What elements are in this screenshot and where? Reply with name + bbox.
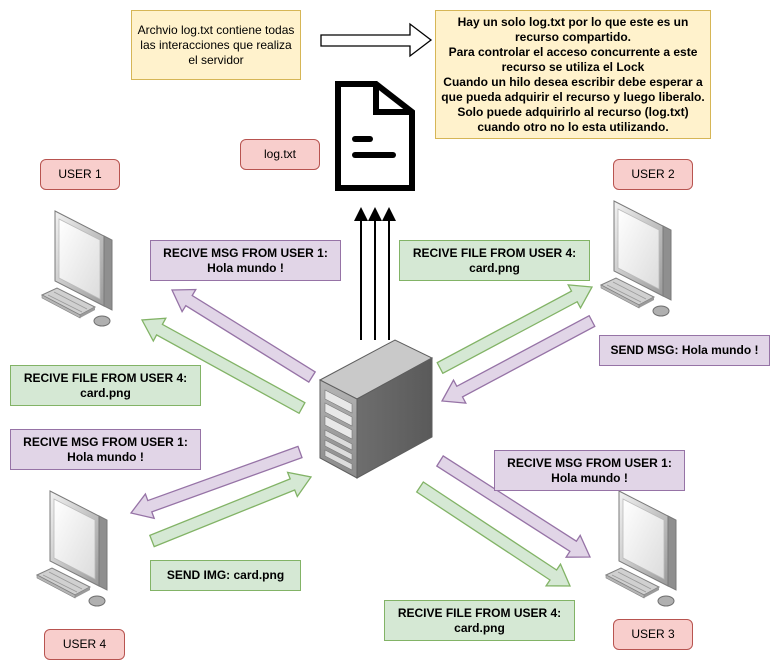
log-file-label: log.txt [240,139,320,170]
computer-icon-user1 [41,210,113,327]
user3-recive-msg-box: RECIVE MSG FROM USER 1: Hola mundo ! [494,450,685,491]
log-description-note: Archvio log.txt contiene todas las inter… [131,10,301,80]
log-description-text: Archvio log.txt contiene todas las inter… [137,22,295,67]
arrow-server-to-user4-msg [129,445,303,520]
arrow-server-to-user2-file [436,284,594,375]
arrow-server-to-user3-msg [435,454,592,558]
computer-icon-user4 [36,490,108,607]
computer-icon-user3 [605,490,677,607]
user3-label: USER 3 [613,619,693,650]
lock-explanation-note: Hay un solo log.txt por lo que este es u… [435,10,711,139]
user4-label: USER 4 [44,629,125,660]
user4-send-img-box: SEND IMG: card.png [150,560,301,591]
arrow-user2-to-server-msg [440,314,596,404]
document-icon [335,81,415,191]
note-link-arrow [320,22,433,58]
user1-recive-file-box: RECIVE FILE FROM USER 4: card.png [10,365,201,406]
user2-send-msg-box: SEND MSG: Hola mundo ! [599,335,770,366]
server-icon [318,339,434,479]
user1-recive-msg-box: RECIVE MSG FROM USER 1: Hola mundo ! [150,240,341,281]
user2-recive-file-box: RECIVE FILE FROM USER 4: card.png [399,240,590,281]
user2-label: USER 2 [613,159,693,190]
arrow-server-to-user1-file [140,317,306,415]
arrow-server-to-user3-file [415,481,571,587]
lock-explanation-text: Hay un solo log.txt por lo que este es u… [441,14,705,134]
log-write-arrows [354,207,396,340]
user4-recive-msg-box: RECIVE MSG FROM USER 1: Hola mundo ! [10,429,201,470]
user1-label: USER 1 [40,159,120,190]
computer-icon-user2 [600,200,672,317]
arrow-server-to-user1-msg [170,288,317,383]
arrow-user4-to-server-img [148,471,313,548]
user3-recive-file-box: RECIVE FILE FROM USER 4: card.png [384,600,575,641]
